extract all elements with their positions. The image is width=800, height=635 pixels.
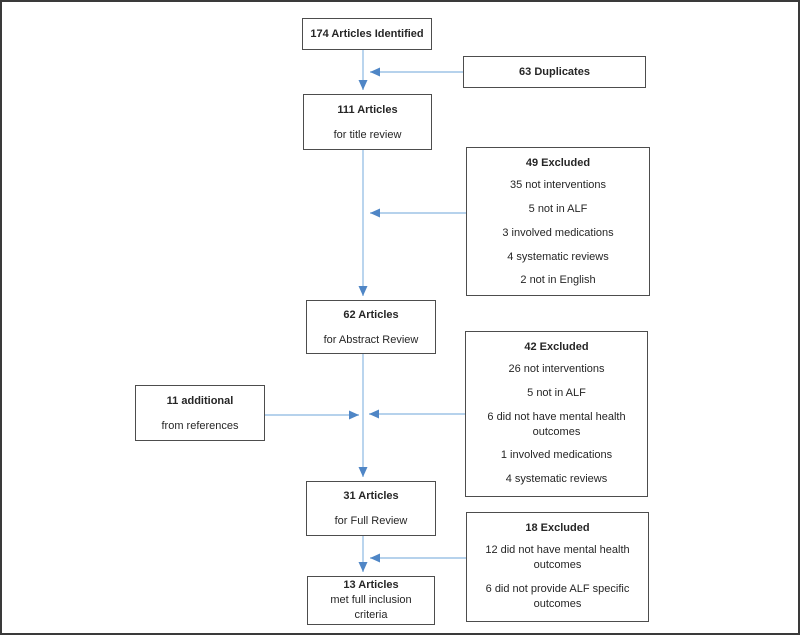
exclusion-reason: 4 systematic reviews bbox=[505, 473, 608, 486]
box-subtitle: for Abstract Review bbox=[323, 333, 419, 346]
box-subtitle: for title review bbox=[333, 128, 402, 141]
box-title: 31 Articles bbox=[343, 490, 399, 502]
box-title: 49 Excluded bbox=[525, 157, 591, 169]
exclusion-reason: 12 did not have mental health outcomes bbox=[485, 544, 630, 571]
box-title: 62 Articles bbox=[343, 308, 399, 321]
box-excluded-abstract: 42 Excluded 26 not interventions 5 not i… bbox=[465, 331, 648, 497]
box-articles-identified: 174 Articles Identified bbox=[302, 18, 432, 50]
box-additional-references: 11 additional from references bbox=[135, 385, 265, 441]
box-title: 18 Excluded bbox=[525, 522, 590, 534]
exclusion-reason: 2 not in English bbox=[520, 274, 596, 287]
box-abstract-review: 62 Articles for Abstract Review bbox=[306, 300, 436, 354]
exclusion-reason: 1 involved medications bbox=[500, 449, 613, 462]
box-title: 174 Articles Identified bbox=[310, 28, 424, 40]
box-title: 42 Excluded bbox=[524, 341, 589, 353]
exclusion-reason: 6 did not have mental health outcomes bbox=[487, 410, 626, 438]
box-duplicates: 63 Duplicates bbox=[463, 56, 646, 88]
exclusion-reason: 4 systematic reviews bbox=[507, 250, 609, 263]
box-subtitle: met full inclusion criteria bbox=[330, 594, 412, 621]
box-title: 13 Articles bbox=[343, 579, 399, 591]
exclusion-reason: 35 not interventions bbox=[509, 179, 606, 191]
box-title: 111 Articles bbox=[337, 103, 398, 116]
exclusion-reason: 6 did not provide ALF specific outcomes bbox=[485, 582, 630, 610]
exclusion-reason: 5 not in ALF bbox=[527, 386, 586, 399]
box-title: 11 additional bbox=[166, 394, 234, 407]
box-title: 63 Duplicates bbox=[519, 66, 590, 78]
box-excluded-full: 18 Excluded 12 did not have mental healt… bbox=[466, 512, 649, 622]
box-excluded-title: 49 Excluded 35 not interventions 5 not i… bbox=[466, 147, 650, 296]
exclusion-reason: 5 not in ALF bbox=[528, 202, 588, 215]
exclusion-reason: 26 not interventions bbox=[508, 363, 605, 375]
box-title-review: 111 Articles for title review bbox=[303, 94, 432, 150]
box-subtitle: from references bbox=[161, 419, 239, 432]
box-full-review: 31 Articles for Full Review bbox=[306, 481, 436, 536]
exclusion-reason: 3 involved medications bbox=[502, 226, 614, 239]
box-included: 13 Articles met full inclusion criteria bbox=[307, 576, 435, 625]
box-subtitle: for Full Review bbox=[334, 515, 408, 527]
